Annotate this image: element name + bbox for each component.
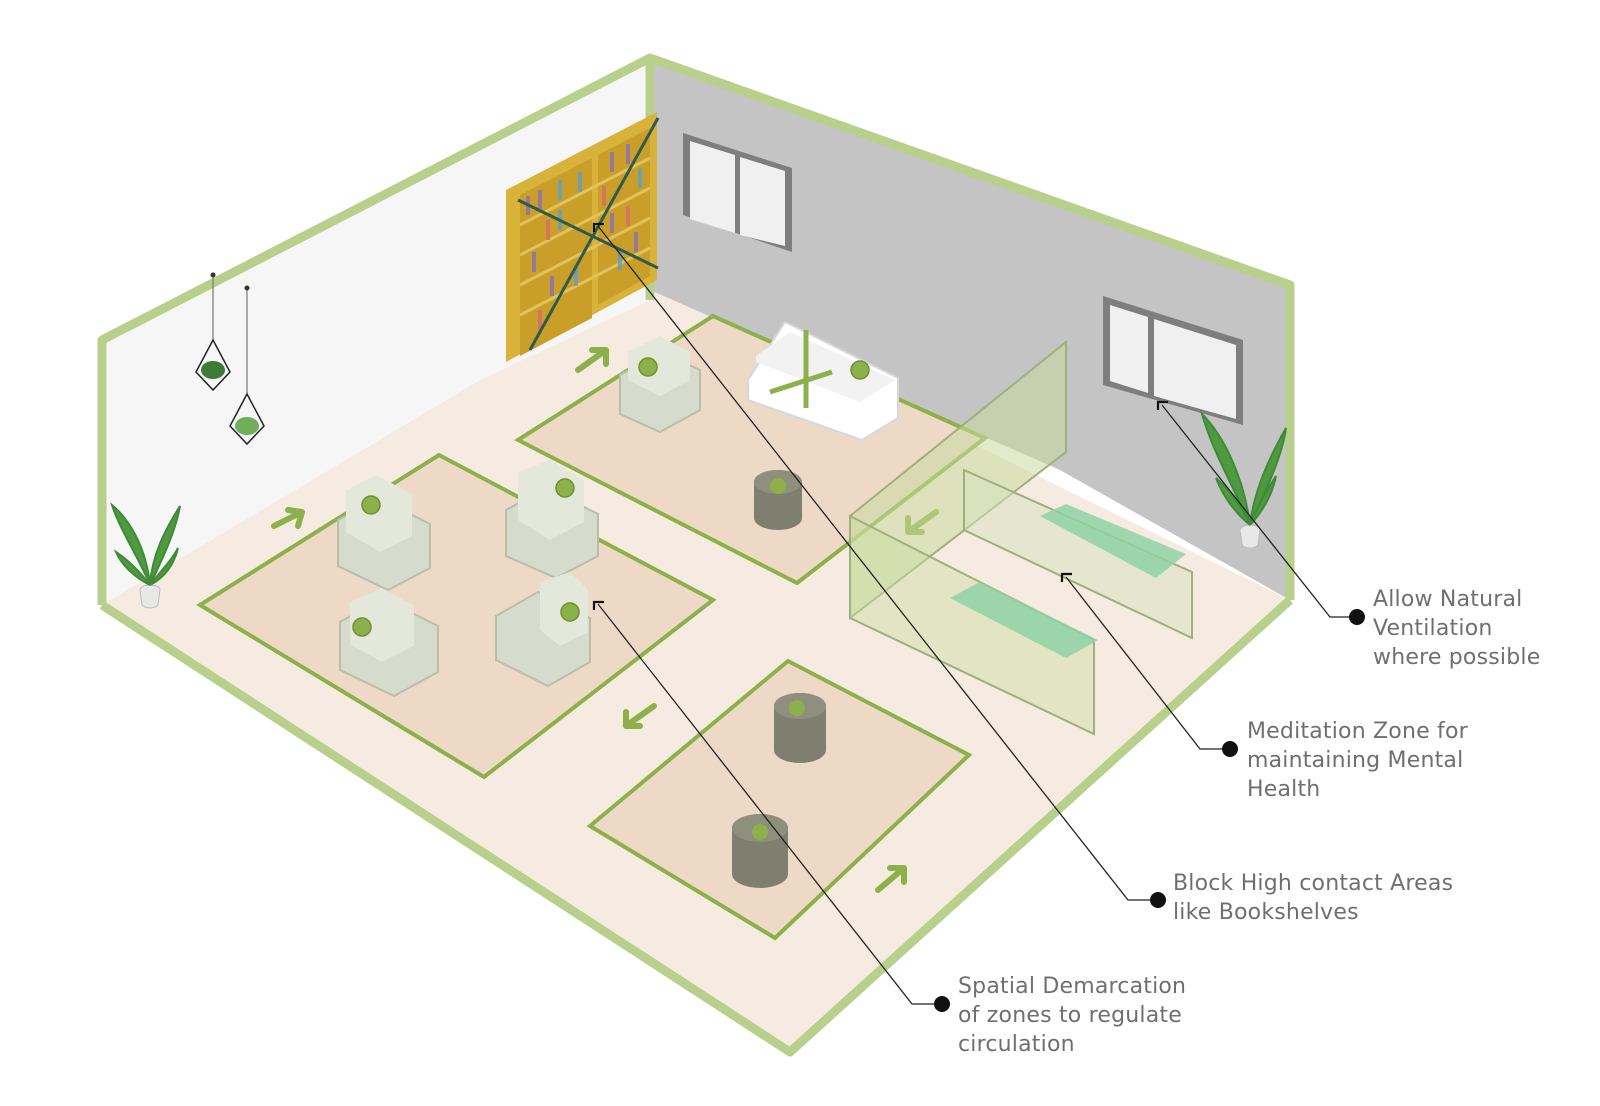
corner-marker-icon: [592, 222, 1168, 610]
dot-icon: [934, 609, 1365, 1012]
leader-meditation: [1065, 576, 1228, 750]
label-bookshelves-line1: Block High contact Areas: [1173, 871, 1454, 896]
label-bookshelves-line2: like Bookshelves: [1173, 900, 1359, 925]
label-demarcation-line1: Spatial Demarcation: [958, 974, 1187, 999]
terrarium-icon: [195, 272, 231, 392]
bookshelf: [506, 112, 660, 362]
window-right: [1103, 296, 1243, 425]
plant-icon: [1200, 410, 1287, 549]
leader-lines: [597, 225, 1355, 1005]
zone-rug-bottom: [586, 658, 973, 941]
plant-icon: [109, 502, 181, 609]
window-left: [683, 133, 792, 252]
armchair: [619, 336, 701, 434]
leader-demarcation: [597, 603, 940, 1005]
label-demarcation-line3: circulation: [958, 1032, 1075, 1057]
label-ventilation-line3: where possible: [1373, 645, 1541, 670]
label-meditation-line3: Health: [1247, 777, 1321, 802]
pouf: [774, 693, 826, 763]
bookshelf-block-cross: [517, 117, 660, 351]
label-ventilation-line1: Allow Natural: [1373, 587, 1523, 612]
armchair: [495, 572, 591, 688]
label-meditation-line2: maintaining Mental: [1247, 748, 1464, 773]
meditation-zone: [849, 339, 1193, 736]
label-meditation-line1: Meditation Zone for: [1247, 719, 1468, 744]
sofa: [747, 320, 899, 442]
pouf: [754, 470, 802, 530]
leader-bookshelves: [597, 225, 1156, 901]
label-meditation: Meditation Zone for maintaining Mental H…: [1247, 717, 1468, 804]
label-bookshelves: Block High contact Areas like Bookshelve…: [1173, 869, 1453, 927]
label-demarcation: Spatial Demarcation of zones to regulate…: [958, 972, 1186, 1059]
terrarium-icon: [229, 285, 265, 446]
back-wall: [650, 58, 1290, 600]
label-demarcation-line2: of zones to regulate: [958, 1003, 1182, 1028]
label-ventilation: Allow Natural Ventilation where possible: [1373, 585, 1540, 672]
armchair: [337, 475, 431, 592]
label-ventilation-line2: Ventilation: [1373, 616, 1493, 641]
pouf: [732, 814, 788, 888]
leader-ventilation: [1161, 404, 1355, 618]
armchair: [339, 588, 439, 698]
armchair: [505, 460, 599, 580]
